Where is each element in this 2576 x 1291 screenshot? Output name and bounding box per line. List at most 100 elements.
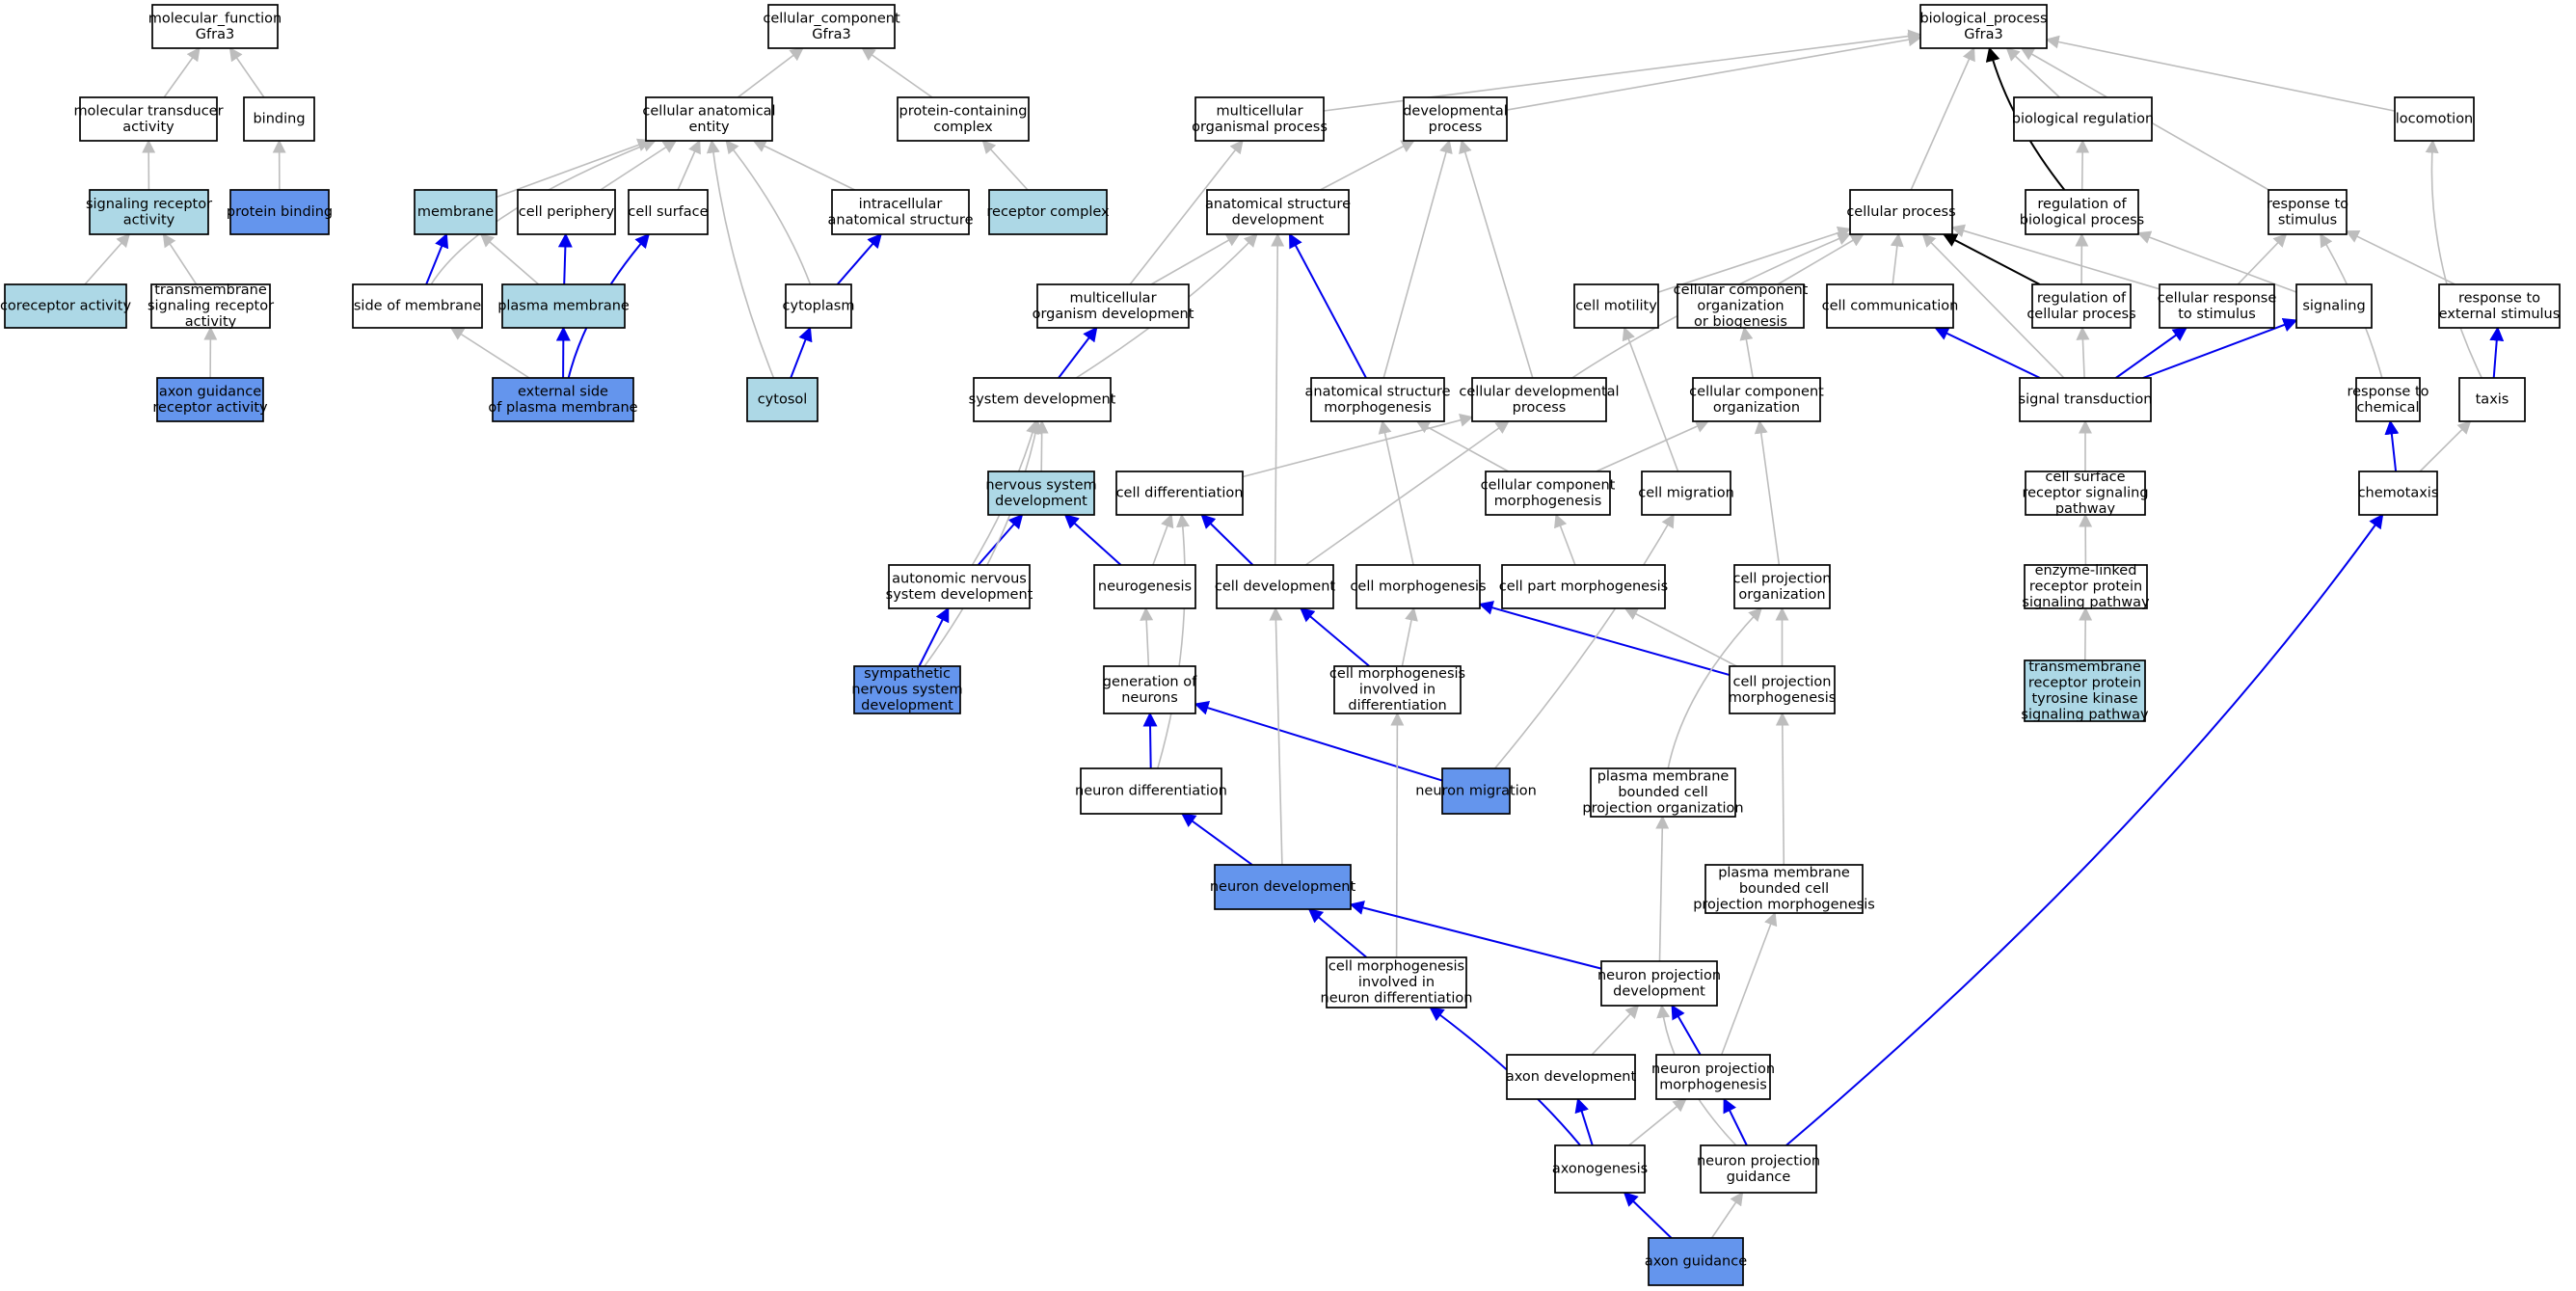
go-term-node-system-dev[interactable]: system development [969,377,1116,422]
go-term-node-taxis[interactable]: taxis [2458,377,2526,422]
node-label-line: nervous system [985,477,1096,493]
go-term-node-signaling[interactable]: signaling [2295,283,2373,329]
go-term-node-side-of-membrane[interactable]: side of membrane [352,283,483,329]
node-box [1733,564,1831,609]
go-term-node-coreceptor[interactable]: coreceptor activity [0,283,131,329]
go-term-node-cytosol[interactable]: cytosol [746,377,818,422]
edge-cc_org_biogen-to-cellular_process [1777,233,1865,285]
node-box [1355,564,1481,609]
node-label-line: cell motility [1575,299,1657,314]
node-box [1826,283,1954,329]
go-term-node-chemotaxis[interactable]: chemotaxis [2358,471,2439,516]
edge-intracellular-to-cell_anat_entity [752,140,856,191]
go-term-node-cell-part-morph[interactable]: cell part morphogenesis [1499,564,1669,609]
go-term-node-cytoplasm[interactable]: cytoplasm [783,283,855,329]
node-label-line: cell development [1215,579,1336,595]
go-term-node-neurogenesis[interactable]: neurogenesis [1093,564,1196,609]
go-term-node-cell-development[interactable]: cell development [1215,564,1336,609]
edge-cell_proj_morph-to-cell_part_morph [1623,607,1737,667]
go-term-node-cell-morphogenesis[interactable]: cell morphogenesis [1350,564,1487,609]
go-term-node-bio-reg[interactable]: biological regulation [2012,96,2154,142]
go-term-node-cellular-process[interactable]: cellular process [1846,189,1956,235]
node-label-line: chemotaxis [2358,486,2439,501]
go-term-node-receptor-complex[interactable]: receptor complex [986,189,1110,235]
go-term-node-cell-surface[interactable]: cell surface [628,189,709,235]
edge-binding-to-mf_root [228,46,265,98]
go-term-node-locomotion[interactable]: locomotion [2394,96,2475,142]
edge-locomotion-to-bp_root [2045,35,2396,112]
go-term-node-cell-comm[interactable]: cell communication [1822,283,1959,329]
node-label-line: of plasma membrane [488,400,637,416]
edge-anat_struct_morph-to-anat_struct_dev [1288,232,1367,379]
go-term-node-membrane[interactable]: membrane [414,189,497,235]
node-label-line: neuron projection [1597,968,1721,983]
edge-cell_dev_proc-to-dev_proc [1459,139,1534,379]
edge-neuron_diff-to-cell_diff [1157,513,1190,769]
go-term-node-axon-guidance[interactable]: axon guidance [1645,1237,1747,1286]
go-term-node-neuron-migration[interactable]: neuron migration [1415,767,1537,815]
edge-multicell_org_dev-to-multicell_proc [1129,139,1244,285]
go-term-node-neuron-diff[interactable]: neuron differentiation [1075,767,1227,815]
go-term-node-cell-periphery[interactable]: cell periphery [517,189,616,235]
node-box [1333,665,1462,714]
go-term-node-binding[interactable]: binding [243,96,315,142]
go-term-node-cell-migration[interactable]: cell migration [1638,471,1734,516]
node-label-line: cell surface [628,204,708,220]
go-term-node-neuron-development[interactable]: neuron development [1210,864,1356,910]
node-label-line: protein-containing [899,103,1027,119]
go-term-node-plasma-membrane[interactable]: plasma membrane [497,283,630,329]
edge-chemotaxis-to-taxis [2419,420,2472,472]
go-term-node-cell-diff[interactable]: cell differentiation [1115,471,1244,516]
edge-axon_development-to-neuron_proj_dev [1591,1004,1640,1056]
node-label-line: neuron migration [1415,784,1537,799]
go-term-node-cell-motility[interactable]: cell motility [1573,283,1659,329]
go-term-node-axon-development[interactable]: axon development [1506,1054,1637,1100]
go-term-node-axonogenesis[interactable]: axonogenesis [1552,1144,1648,1194]
node-box [645,96,773,142]
go-term-node-signal-transduction[interactable]: signal transduction [2019,377,2153,422]
go-term-node-protein-binding[interactable]: protein binding [227,189,333,235]
